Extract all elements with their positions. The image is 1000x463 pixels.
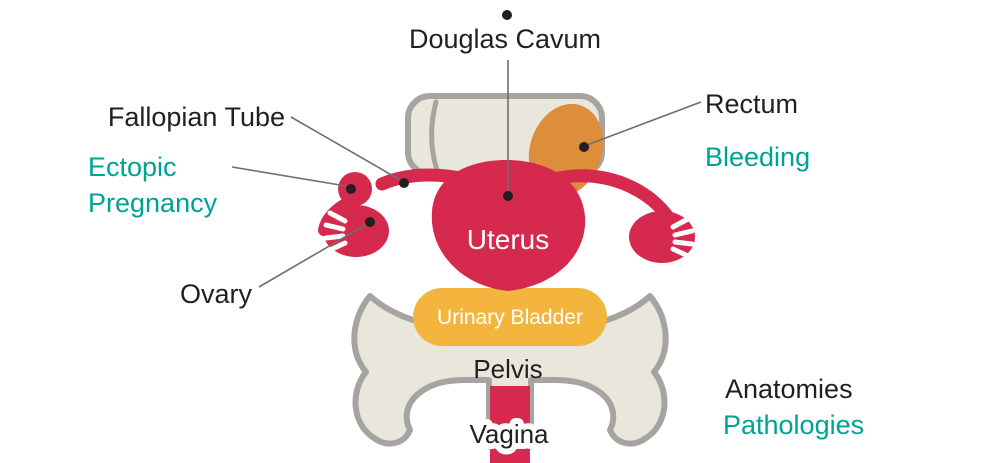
leader-line-fallopian-tube — [290, 116, 403, 182]
label-fallopian-tube: Fallopian Tube — [108, 102, 285, 132]
left-fimbriae-comb — [323, 210, 348, 253]
vagina-shape — [490, 386, 530, 463]
label-douglas-cavum: Douglas Cavum — [409, 24, 601, 54]
uterus-shape — [431, 160, 586, 291]
label-rectum: Rectum — [705, 89, 798, 119]
dot-ectopic-pregnancy — [346, 184, 356, 194]
label-bleeding: Bleeding — [705, 142, 810, 172]
dot-ovary — [365, 217, 375, 227]
dot-fallopian-tube — [399, 178, 409, 188]
label-uterus: Uterus — [467, 224, 549, 255]
label-ectopic-line2: Pregnancy — [88, 188, 218, 218]
legend-anatomies: Anatomies — [725, 374, 853, 404]
sacrum-bone-segment-line — [429, 99, 440, 173]
dot-rectum — [579, 142, 589, 152]
leader-line-rectum — [586, 101, 702, 146]
dot-douglas-cavum — [503, 191, 513, 201]
label-urinary-bladder: Urinary Bladder — [437, 306, 583, 329]
dot-douglas-cavum-top — [502, 10, 512, 20]
label-ovary: Ovary — [180, 279, 253, 309]
leader-line-ovary — [258, 223, 368, 288]
label-vagina: Vagina — [469, 419, 549, 449]
label-ectopic-line1: Ectopic — [88, 152, 177, 182]
right-fimbriae-comb — [670, 216, 695, 259]
urinary-bladder-shape — [413, 288, 607, 346]
leader-line-ectopic-pregnancy — [231, 166, 347, 187]
legend-pathologies: Pathologies — [723, 410, 864, 440]
label-pelvis: Pelvis — [473, 354, 542, 384]
